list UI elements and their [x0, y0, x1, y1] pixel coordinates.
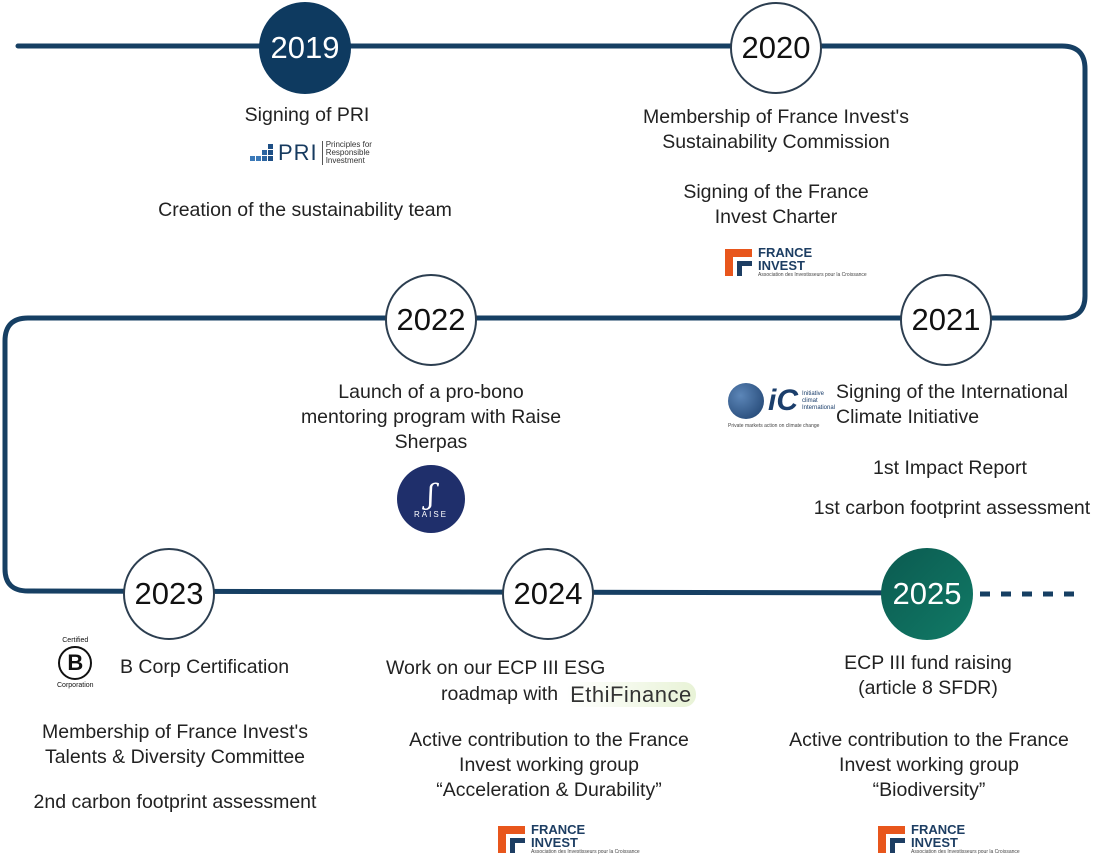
- france-invest-mark-icon: [725, 248, 752, 276]
- year-node-2025: 2025: [881, 548, 973, 640]
- event-2019-team: Creation of the sustainability team: [158, 199, 452, 221]
- event-2024-roadmap: Work on our ECP III ESG: [386, 657, 606, 679]
- year-node-2024: 2024: [502, 548, 594, 640]
- globe-icon: [728, 383, 764, 419]
- event-2025-fundraising: ECP III fund raising(article 8 SFDR): [844, 652, 1012, 699]
- year-node-2020: 2020: [730, 2, 822, 94]
- event-2021-carbon: 1st carbon footprint assessment: [813, 497, 1091, 519]
- year-node-2023: 2023: [123, 548, 215, 640]
- france-invest-mark-icon: [878, 825, 905, 853]
- year-node-2021: 2021: [900, 274, 992, 366]
- event-2019-pri: Signing of PRI: [244, 104, 370, 126]
- event-2023-carbon: 2nd carbon footprint assessment: [33, 791, 317, 813]
- ethifinance-logo: EthiFinance: [566, 682, 696, 707]
- year-node-2019: 2019: [259, 2, 351, 94]
- event-2023-bcorp: B Corp Certification: [120, 656, 290, 678]
- event-2021-impact-report: 1st Impact Report: [873, 457, 1027, 479]
- france-invest-mark-icon: [498, 825, 525, 853]
- pri-bars-icon: [250, 144, 273, 161]
- event-2024-roadmap-line2: roadmap with EthiFinance: [441, 682, 696, 707]
- year-node-2022: 2022: [385, 274, 477, 366]
